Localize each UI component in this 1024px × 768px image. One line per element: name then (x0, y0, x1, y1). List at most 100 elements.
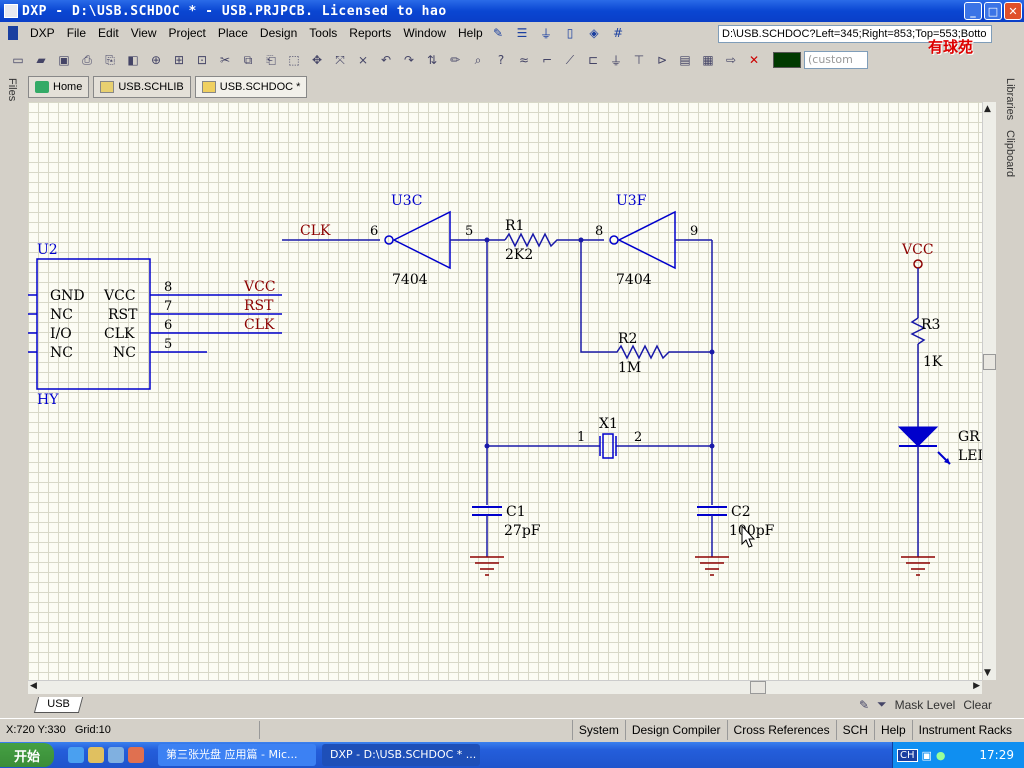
menu-tools[interactable]: Tools (309, 26, 338, 40)
deselect-icon[interactable]: ⨯ (357, 53, 369, 67)
wire-tool-icon[interactable]: ✎ (492, 26, 504, 40)
new-icon[interactable]: ▭ (12, 53, 24, 67)
cut-icon[interactable]: ✂ (219, 53, 231, 67)
no-erc-icon[interactable]: ✕ (748, 53, 760, 67)
menu-view[interactable]: View (130, 26, 157, 40)
menu-project[interactable]: Project (168, 26, 206, 40)
print-icon[interactable]: ⎙ (82, 52, 92, 67)
grid-tool-icon[interactable]: # (612, 26, 624, 40)
libraries-panel-tab[interactable]: Libraries (1004, 78, 1016, 121)
r3-resistor[interactable] (910, 317, 926, 345)
pencil-icon[interactable]: ✏ (449, 53, 461, 67)
tab-home[interactable]: Home (28, 76, 90, 98)
hierarchy-icon[interactable]: ⇅ (426, 53, 438, 67)
ime-indicator[interactable]: CH (897, 748, 918, 762)
x1-crystal[interactable] (602, 433, 614, 459)
c2-ground-symbol[interactable] (695, 556, 729, 576)
horizontal-scrollbar[interactable]: ◀ ▶ (28, 680, 982, 694)
open-icon[interactable]: ▰ (36, 53, 46, 67)
schematic-canvas[interactable]: U2 HY GND NC I/O NC VCC RST CLK NC 8 7 6… (28, 102, 982, 680)
place-sheet-icon[interactable]: ▤ (679, 53, 691, 67)
horizontal-scroll-thumb[interactable] (750, 681, 766, 694)
scroll-left-icon[interactable]: ◀ (30, 681, 37, 691)
files-panel-tab[interactable]: Files (6, 78, 18, 102)
move-icon[interactable]: ✥ (311, 53, 323, 67)
explorer-icon[interactable] (88, 747, 104, 763)
menu-help[interactable]: Help (458, 26, 483, 40)
copy-icon[interactable]: ⧉ (243, 52, 253, 67)
system-panel-button[interactable]: System (571, 719, 625, 740)
redo-icon[interactable]: ↷ (403, 53, 415, 67)
sch-button[interactable]: SCH (835, 719, 874, 740)
u2-body[interactable] (36, 258, 151, 390)
net-label-clk-top[interactable]: CLK (300, 223, 331, 239)
bus-tool-icon[interactable]: ☰ (516, 26, 528, 40)
u3f-inverter[interactable] (617, 210, 676, 270)
place-vcc-icon[interactable]: ⊤ (633, 53, 645, 67)
place-port-icon[interactable]: ⇨ (725, 53, 737, 67)
clipboard-panel-tab[interactable]: Clipboard (1004, 130, 1016, 178)
net-label-clk[interactable]: CLK (244, 317, 275, 333)
color-swatch[interactable] (773, 52, 801, 68)
help-icon[interactable]: ? (497, 53, 505, 67)
place-net-label-icon[interactable]: ⊏ (587, 53, 599, 67)
led-ground-symbol[interactable] (901, 556, 935, 576)
vertical-scrollbar[interactable]: ▲ ▼ (982, 102, 996, 680)
place-wire-icon[interactable]: ≈ (518, 53, 530, 67)
r1-resistor[interactable] (504, 232, 581, 248)
place-bus-entry-icon[interactable]: ⟋ (565, 52, 575, 67)
u3c-inverter[interactable] (392, 210, 451, 270)
layers-icon[interactable]: ◧ (127, 53, 139, 67)
app-icon[interactable] (4, 4, 18, 18)
sheet-tab-usb[interactable]: USB (33, 697, 83, 713)
scroll-down-icon[interactable]: ▼ (984, 668, 991, 678)
place-part-icon[interactable]: ⊳ (656, 53, 668, 67)
menu-window[interactable]: Window (403, 26, 446, 40)
help-panel-button[interactable]: Help (873, 719, 912, 740)
menu-edit[interactable]: Edit (98, 26, 119, 40)
zoom-fit-icon[interactable]: ⊡ (196, 53, 208, 67)
paste-icon[interactable]: ⎗ (266, 52, 276, 67)
vcc-power-port[interactable] (913, 259, 923, 269)
mask-filter-icon[interactable]: ⏷ (877, 697, 887, 711)
design-compiler-button[interactable]: Design Compiler (624, 719, 727, 740)
menu-place[interactable]: Place (217, 26, 248, 40)
menu-reports[interactable]: Reports (349, 26, 392, 40)
address-bar[interactable]: D:\USB.SCHDOC?Left=345;Right=853;Top=553… (718, 25, 992, 43)
print-preview-icon[interactable]: ⎘ (105, 52, 115, 67)
net-label-rst[interactable]: RST (244, 298, 274, 314)
ground-tool-icon[interactable]: ⏚ (539, 26, 552, 41)
scroll-right-icon[interactable]: ▶ (973, 681, 980, 691)
led-diode[interactable] (897, 426, 939, 447)
undo-icon[interactable]: ↶ (380, 53, 392, 67)
place-gnd-icon[interactable]: ⏚ (609, 53, 622, 68)
app-launch-icon[interactable] (128, 747, 144, 763)
menu-design[interactable]: Design (259, 26, 298, 40)
select-icon[interactable]: ⬚ (288, 53, 300, 67)
port-tool-icon[interactable]: ▯ (566, 26, 574, 40)
r2-resistor[interactable] (580, 240, 712, 360)
clear-button[interactable]: Clear (963, 697, 992, 712)
instrument-racks-button[interactable]: Instrument Racks (911, 719, 1018, 740)
zoom-icon[interactable]: ⊕ (150, 53, 162, 67)
browse-icon[interactable]: ⌕ (474, 52, 482, 67)
zoom-area-icon[interactable]: ⊞ (173, 53, 185, 67)
tray-network-icon[interactable]: ▣ (921, 748, 932, 762)
tab-schlib[interactable]: USB.SCHLIB (93, 76, 191, 98)
vertical-scroll-thumb[interactable] (983, 354, 996, 370)
task-word-doc[interactable]: 第三张光盘 应用篇 - Mic... (158, 744, 316, 766)
c1-ground-symbol[interactable] (470, 556, 504, 576)
desktop-icon[interactable] (108, 747, 124, 763)
mask-level-button[interactable]: Mask Level (894, 697, 956, 712)
start-button[interactable]: 开始 (0, 743, 54, 767)
ie-icon[interactable] (68, 747, 84, 763)
custom-color-field[interactable]: (custom (804, 51, 868, 69)
scroll-up-icon[interactable]: ▲ (984, 104, 991, 114)
tray-app-icon[interactable]: ● (935, 748, 946, 762)
menu-dxp[interactable]: DXP (30, 26, 55, 40)
cross-references-button[interactable]: Cross References (726, 719, 836, 740)
menu-file[interactable]: File (66, 26, 87, 40)
close-button[interactable]: ✕ (1004, 2, 1022, 20)
task-dxp[interactable]: DXP - D:\USB.SCHDOC * ... (322, 744, 480, 766)
net-label-vcc[interactable]: VCC (243, 279, 276, 295)
